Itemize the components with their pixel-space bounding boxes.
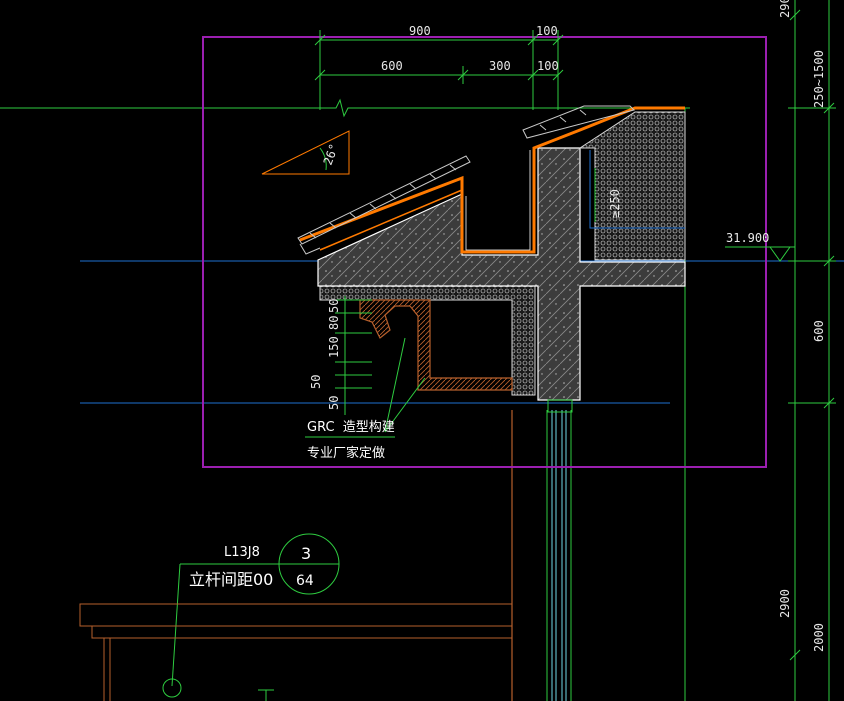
dim-50-a: 50 bbox=[327, 299, 341, 313]
dim-80: 80 bbox=[327, 316, 341, 330]
section-marker-icon bbox=[162, 533, 340, 701]
left-dimensions bbox=[335, 296, 372, 415]
min-250: ≥250 bbox=[608, 189, 622, 218]
dim-600: 600 bbox=[381, 59, 403, 73]
dim-100-b: 100 bbox=[537, 59, 559, 73]
dim-2000: 2000 bbox=[812, 623, 826, 652]
grc-note-line1: GRC 造型构建 bbox=[307, 420, 395, 435]
reference-callout: 立杆间距00 bbox=[189, 570, 273, 589]
grc-moulding bbox=[359, 299, 513, 391]
dim-150: 150 bbox=[327, 336, 341, 358]
slope-angle: 26° bbox=[321, 142, 342, 167]
break-line-icon bbox=[0, 98, 690, 118]
roof-section bbox=[297, 105, 686, 413]
dim-300: 300 bbox=[489, 59, 511, 73]
slope-indicator bbox=[261, 130, 350, 175]
elevation-marker-icon bbox=[725, 246, 795, 262]
dim-2900-top: 2900 bbox=[778, 0, 792, 18]
top-dimensions bbox=[314, 30, 564, 110]
dim-50-c: 50 bbox=[327, 396, 341, 410]
dim-900: 900 bbox=[409, 24, 431, 38]
lower-parapet bbox=[79, 603, 513, 701]
reference-code: L13J8 bbox=[224, 545, 260, 560]
detail-frame bbox=[202, 36, 767, 468]
elevation-text: 31.900 bbox=[726, 231, 769, 245]
dim-range: 250~1500 bbox=[812, 50, 826, 108]
right-dimension-chain bbox=[788, 0, 836, 701]
dim-50-b: 50 bbox=[309, 375, 323, 389]
section-circle-top: 3 bbox=[301, 544, 311, 563]
dim-600-right: 600 bbox=[812, 320, 826, 342]
window-frame bbox=[551, 410, 567, 701]
grc-note-line2: 专业厂家定做 bbox=[307, 445, 385, 461]
grc-leaders bbox=[305, 337, 426, 438]
section-circle-bottom: 64 bbox=[296, 573, 314, 589]
dim-100-a: 100 bbox=[536, 24, 558, 38]
dim-2900-bottom: 2900 bbox=[778, 589, 792, 618]
